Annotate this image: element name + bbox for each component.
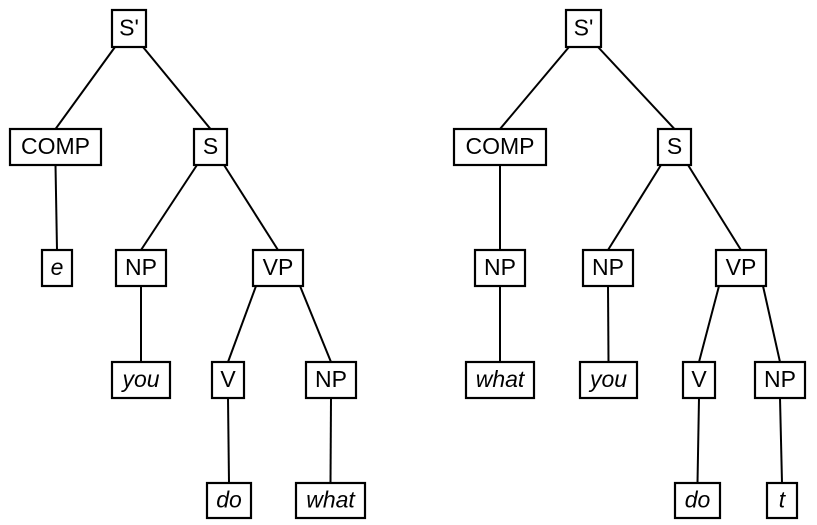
tree-edge-R-S-to-R-VP [687, 164, 742, 251]
node-box [205, 481, 253, 520]
node-label: t [779, 487, 787, 513]
tree-edge-L-V-to-L-do [227, 397, 230, 484]
node-label: you [588, 366, 627, 392]
tree-node-R-S[interactable]: S [656, 127, 693, 167]
node-box [765, 481, 799, 520]
node-box [673, 481, 722, 520]
node-box [464, 360, 536, 400]
node-label: do [685, 487, 711, 513]
node-box [753, 360, 807, 400]
node-label: NP [592, 254, 624, 280]
tree-edge-L-S-to-L-NP1 [140, 164, 198, 251]
tree-node-L-e[interactable]: e [40, 248, 74, 288]
node-box [714, 248, 768, 288]
node-box [251, 248, 305, 288]
tree-node-R-VP[interactable]: VP [714, 248, 768, 288]
tree-node-R-V[interactable]: V [681, 360, 717, 400]
node-label: S' [119, 15, 139, 41]
tree-node-R-Sbar[interactable]: S' [564, 8, 603, 49]
tree-edge-L-Sbar-to-L-COMP [54, 46, 116, 130]
node-label: do [216, 487, 242, 513]
node-label: COMP [21, 133, 90, 159]
tree-node-R-what[interactable]: what [464, 360, 536, 400]
node-label: NP [315, 366, 347, 392]
node-label: NP [764, 366, 796, 392]
tree-node-L-S[interactable]: S [192, 127, 229, 167]
tree-node-R-COMP[interactable]: COMP [452, 127, 548, 167]
tree-edge-R-NP2-to-R-t [779, 397, 783, 484]
tree-edge-L-VP-to-L-V [227, 285, 257, 363]
node-box [564, 8, 603, 49]
node-label: V [220, 366, 236, 392]
node-label: S' [574, 15, 594, 41]
node-box [8, 127, 103, 167]
tree-node-R-do[interactable]: do [673, 481, 722, 520]
tree-node-R-you[interactable]: you [578, 360, 639, 400]
node-box [294, 481, 367, 520]
tree-node-R-NP1[interactable]: NP [581, 248, 635, 288]
node-box [681, 360, 717, 400]
right-tree: S' COMP S NP NP VP what you V NP do t [452, 8, 807, 520]
tree-node-L-VP[interactable]: VP [251, 248, 305, 288]
tree-node-L-you[interactable]: you [110, 360, 172, 400]
tree-edge-L-Sbar-to-L-S [142, 46, 212, 130]
tree-edge-R-Sbar-to-R-COMP [499, 46, 570, 130]
tree-edge-L-NP2-to-L-what [329, 397, 332, 484]
node-box [110, 360, 172, 400]
node-box [304, 360, 358, 400]
tree-edge-R-S-to-R-NP1 [607, 164, 662, 251]
node-box [110, 8, 148, 49]
tree-node-L-what[interactable]: what [294, 481, 367, 520]
node-box [581, 248, 635, 288]
node-box [578, 360, 639, 400]
node-box [40, 248, 74, 288]
tree-edge-L-COMP-to-L-e [54, 164, 58, 251]
tree-node-L-COMP[interactable]: COMP [8, 127, 103, 167]
tree-node-L-NP1[interactable]: NP [114, 248, 168, 288]
tree-node-L-Sbar[interactable]: S' [110, 8, 148, 49]
tree-edge-L-VP-to-L-NP2 [299, 285, 332, 363]
tree-node-L-do[interactable]: do [205, 481, 253, 520]
tree-edges [499, 46, 783, 484]
node-label: COMP [466, 133, 535, 159]
tree-edge-R-Sbar-to-R-S [597, 46, 676, 130]
node-label: V [691, 366, 707, 392]
tree-node-L-NP2[interactable]: NP [304, 360, 358, 400]
node-box [656, 127, 693, 167]
tree-edge-R-VP-to-R-V [698, 285, 720, 363]
tree-node-R-NP2[interactable]: NP [753, 360, 807, 400]
tree-node-L-V[interactable]: V [210, 360, 246, 400]
node-label: e [51, 254, 64, 280]
node-label: VP [726, 254, 757, 280]
tree-edge-R-NP1-to-R-you [607, 285, 610, 363]
node-label: VP [263, 254, 294, 280]
node-box [210, 360, 246, 400]
node-label: S [203, 133, 218, 159]
tree-node-R-NP0[interactable]: NP [473, 248, 527, 288]
node-box [473, 248, 527, 288]
node-label: you [120, 366, 159, 392]
tree-edge-R-V-to-R-do [696, 397, 700, 484]
node-box [452, 127, 548, 167]
tree-edges [54, 46, 332, 484]
tree-edge-L-S-to-L-VP [223, 164, 279, 251]
node-label: NP [484, 254, 516, 280]
node-label: what [306, 487, 356, 513]
tree-node-R-t[interactable]: t [765, 481, 799, 520]
node-label: what [476, 366, 526, 392]
node-box [114, 248, 168, 288]
node-box [192, 127, 229, 167]
tree-edge-R-VP-to-R-NP2 [762, 285, 781, 363]
node-label: NP [125, 254, 157, 280]
node-label: S [667, 133, 682, 159]
